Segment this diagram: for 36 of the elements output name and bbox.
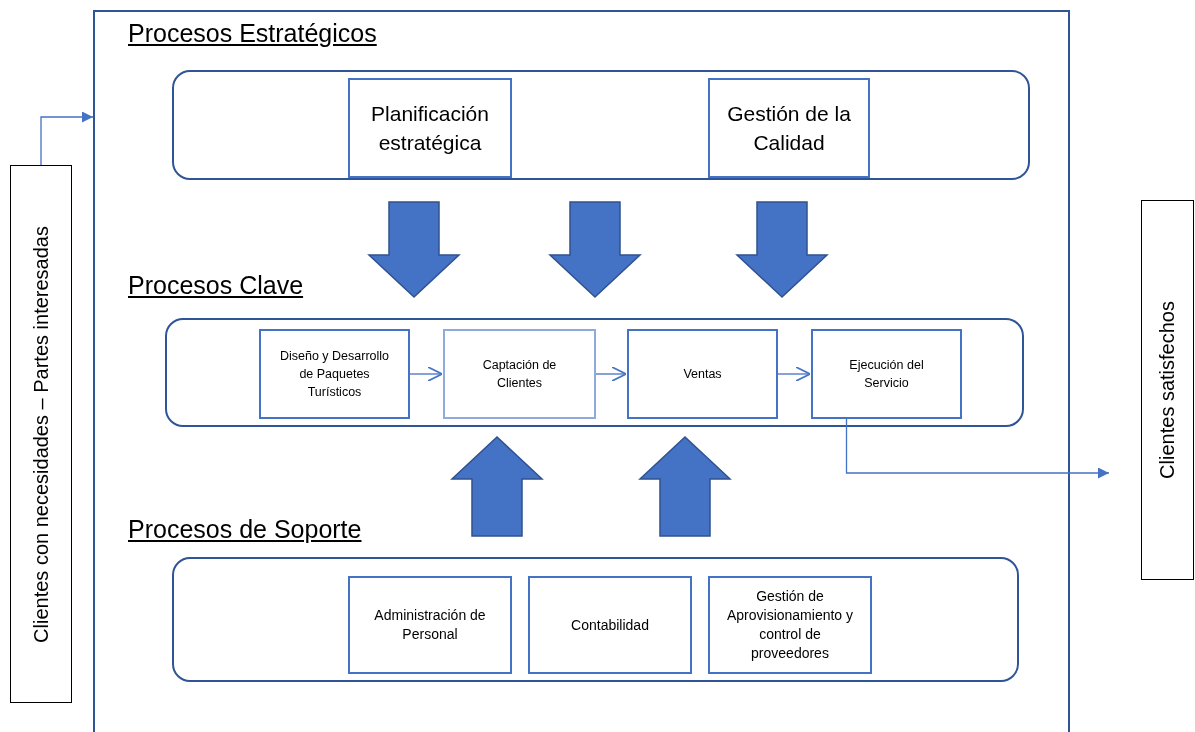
process-label: Captación de Clientes <box>481 357 558 392</box>
section-heading: Procesos de Soporte <box>128 514 362 544</box>
arrow <box>40 111 94 166</box>
arrow <box>777 366 811 382</box>
process-box <box>627 329 778 419</box>
process-label: Gestión de Aprovisionamiento y control de proveedores <box>725 587 855 663</box>
section-heading: Procesos Estratégicos <box>128 18 377 48</box>
block-arrow <box>450 435 544 537</box>
arrow <box>595 366 627 382</box>
process-box <box>348 576 512 674</box>
process-label: Diseño y Desarrollo de Paquetes Turísticos <box>278 348 391 401</box>
block-arrow <box>548 201 642 299</box>
process-box <box>443 329 596 419</box>
block-arrow <box>735 201 829 299</box>
process-map-frame <box>93 10 1070 732</box>
process-box <box>528 576 692 674</box>
stakeholder-box <box>10 165 72 703</box>
process-box <box>811 329 962 419</box>
stakeholder-box <box>1141 200 1194 580</box>
process-box <box>708 78 870 178</box>
block-arrow <box>638 435 732 537</box>
process-label: Gestión de la Calidad <box>726 101 852 156</box>
vertical-label: Clientes con necesidades – Partes interesadas <box>29 225 53 643</box>
process-label: Ejecución del Servicio <box>848 357 925 392</box>
arrow <box>845 418 1110 479</box>
section-heading: Procesos Clave <box>128 270 304 300</box>
process-box <box>708 576 872 674</box>
process-label: Planificación estratégica <box>370 101 490 156</box>
process-box <box>348 78 512 178</box>
arrow <box>409 366 443 382</box>
process-label: Administración de Personal <box>373 606 487 644</box>
vertical-label: Clientes satisfechos <box>1156 301 1179 479</box>
process-label: Ventas <box>682 366 723 383</box>
process-box <box>259 329 410 419</box>
block-arrow <box>367 201 461 299</box>
process-label: Contabilidad <box>570 615 650 635</box>
